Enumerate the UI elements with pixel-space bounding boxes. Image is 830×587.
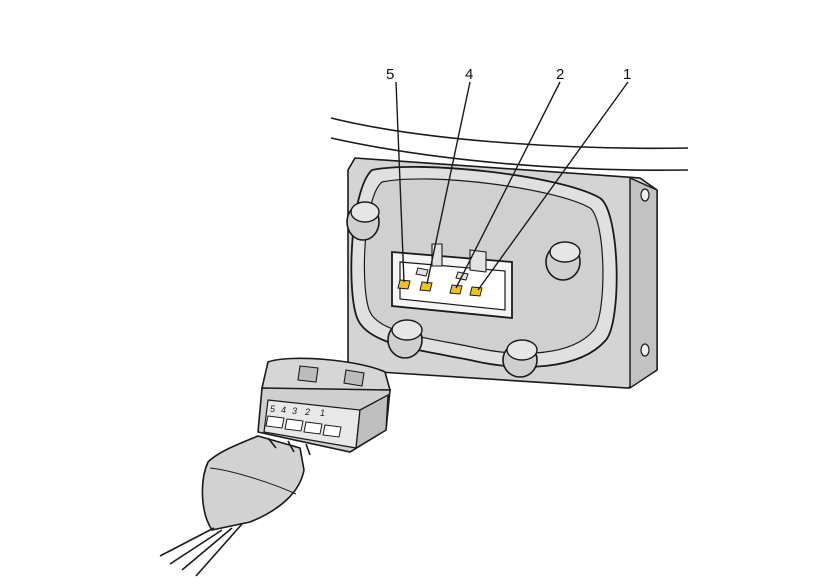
mounting-boss-bottom-left (387, 319, 423, 359)
callout-2: 2 (556, 66, 564, 83)
leader-5 (395, 81, 405, 283)
mounting-boss-bottom-right (502, 339, 538, 378)
callout-labels: 5 4 2 1 (386, 66, 631, 83)
plug-pin-label-3: 3 (292, 406, 297, 416)
leader-2 (455, 81, 561, 289)
leader-4 (426, 81, 471, 285)
callout-4: 4 (465, 66, 473, 83)
callout-leaders (395, 81, 629, 291)
plug-pin-label-2: 2 (304, 407, 310, 417)
plug-pin-label-4: 4 (281, 405, 286, 415)
mounting-surface-lines (330, 117, 689, 172)
plug-pin-label-5: 5 (270, 404, 276, 414)
mounting-boss-top-left (346, 201, 380, 241)
callout-5: 5 (386, 66, 394, 83)
harness-wires (159, 437, 311, 577)
callout-1: 1 (623, 66, 631, 83)
leader-1 (477, 81, 629, 291)
terminal-4 (419, 281, 433, 292)
terminal-2 (449, 284, 463, 295)
plug-pin-label-1: 1 (320, 408, 325, 418)
terminal-1 (469, 286, 483, 297)
mounting-boss-right (545, 241, 581, 281)
cable-boot (201, 435, 305, 531)
harness-plug (257, 357, 391, 453)
terminal-5 (397, 279, 411, 290)
plug-pin-labels: 5 4 3 2 1 (270, 404, 325, 418)
